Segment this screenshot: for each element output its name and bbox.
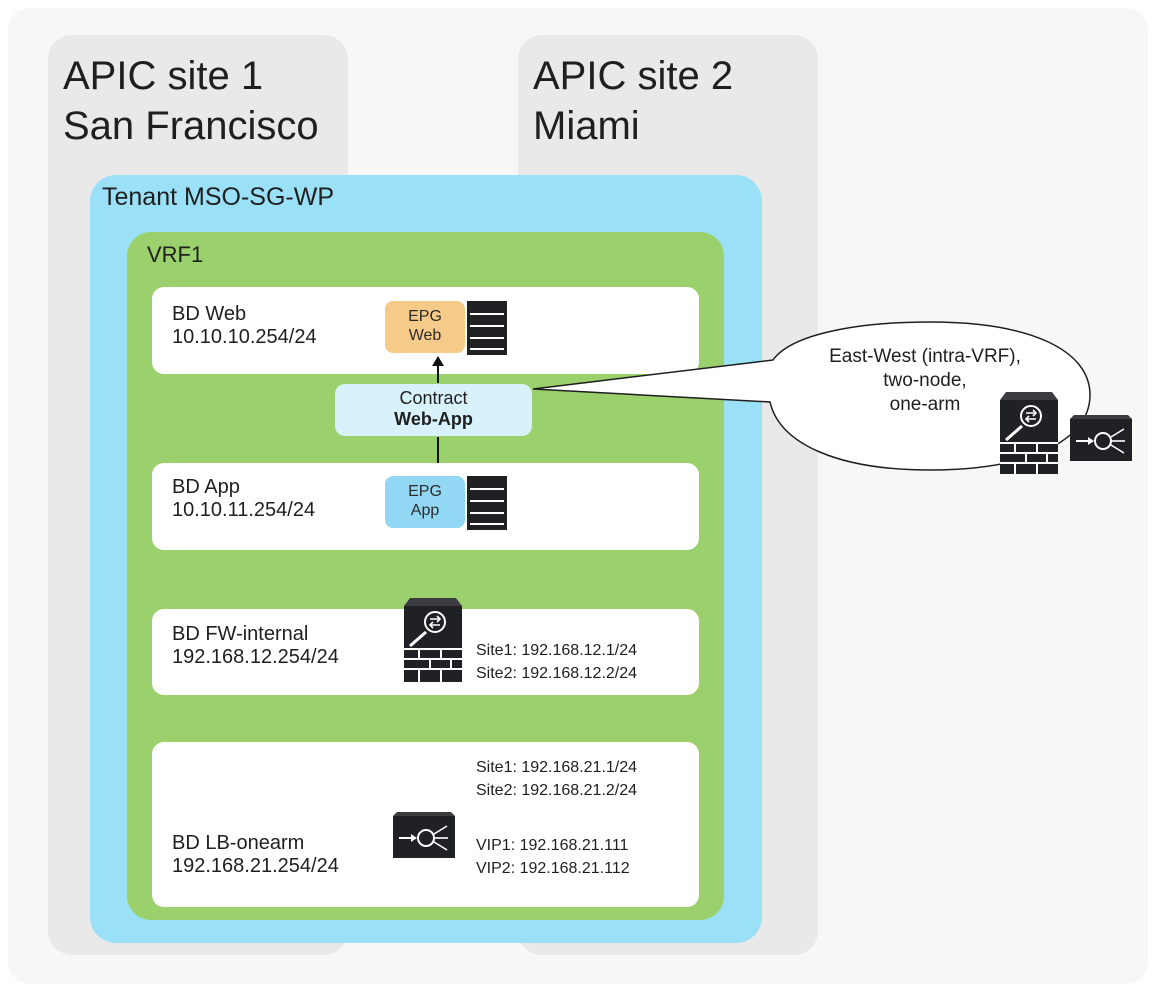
bd-fw-addresses: Site1: 192.168.12.1/24 Site2: 192.168.12… [476,639,637,685]
bd-lb-vip2: VIP2: 192.168.21.112 [476,860,630,877]
server-icon [467,301,507,355]
firewall-icon [404,598,462,682]
epg-app: EPG App [385,476,465,528]
site-2-label: APIC site 2 [533,54,734,98]
bd-app-label: BD App 10.10.11.254/24 [172,476,315,522]
contract-name: Web-App [394,409,473,429]
callout-bubble [532,321,1091,471]
contract-label: Contract [399,388,468,408]
bd-lb-subnet: 192.168.21.254/24 [172,855,339,877]
bd-lb-site2: Site2: 192.168.21.2/24 [476,782,638,799]
callout-line2: two-node, [883,370,967,391]
bd-app-subnet: 10.10.11.254/24 [172,499,316,521]
epg-web-line2: Web [408,327,442,344]
vrf-title: VRF1 [147,242,204,267]
firewall-icon [1000,392,1058,474]
bd-fw-site1: Site1: 192.168.12.1/24 [476,642,638,659]
site-1-location: San Francisco [63,104,319,148]
callout-line1: East-West (intra-VRF), [829,346,1021,367]
tenant-title: Tenant MSO-SG-WP [102,183,334,211]
epg-app-line2: App [410,502,440,519]
bd-lb-label: BD LB-onearm 192.168.21.254/24 [172,832,339,878]
bd-lb-vip-addresses: VIP1: 192.168.21.111 VIP2: 192.168.21.11… [476,834,630,880]
bd-lb-name: BD LB-onearm [172,832,305,854]
callout-text: East-West (intra-VRF), two-node, one-arm [770,345,1080,417]
load-balancer-icon [1070,415,1132,461]
contract-web-app: Contract Web-App [335,384,532,436]
epg-web: EPG Web [385,301,465,353]
bd-web-subnet: 10.10.10.254/24 [172,326,317,348]
bd-web-label: BD Web 10.10.10.254/24 [172,303,317,349]
bd-fw-name: BD FW-internal [172,623,309,645]
epg-web-line1: EPG [408,308,442,325]
site-1-label: APIC site 1 [63,54,264,98]
arrow-icon [432,356,444,366]
epg-app-line1: EPG [408,483,442,500]
bd-fw-site2: Site2: 192.168.12.2/24 [476,665,638,682]
callout-line3: one-arm [889,394,961,415]
server-icon [467,476,507,530]
bd-lb-site1: Site1: 192.168.21.1/24 [476,759,638,776]
bd-web-name: BD Web [172,303,247,325]
bd-fw-subnet: 192.168.12.254/24 [172,646,339,668]
load-balancer-icon [393,812,455,858]
site-2-title: APIC site 2 Miami [533,51,733,151]
bd-fw-label: BD FW-internal 192.168.12.254/24 [172,623,339,669]
site-2-location: Miami [533,104,640,148]
bd-lb-site-addresses: Site1: 192.168.21.1/24 Site2: 192.168.21… [476,756,637,802]
bd-lb-vip1: VIP1: 192.168.21.111 [476,837,629,854]
bd-app-name: BD App [172,476,240,498]
site-1-title: APIC site 1 San Francisco [63,51,319,151]
